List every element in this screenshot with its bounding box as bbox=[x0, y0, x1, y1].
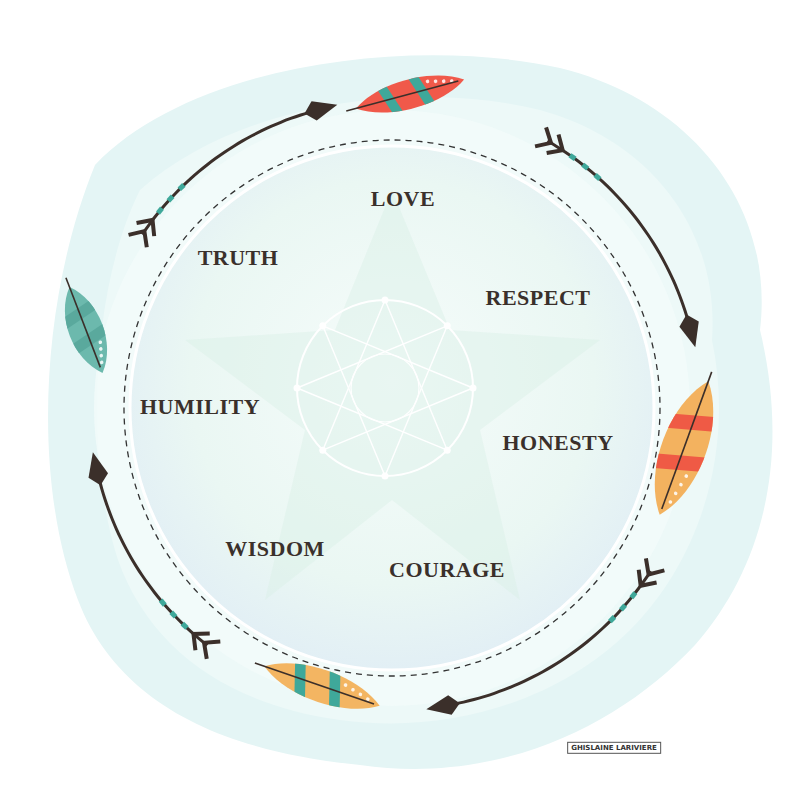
arrow bbox=[83, 450, 220, 659]
arrow-band bbox=[158, 208, 162, 213]
feather-dot bbox=[358, 692, 363, 697]
value-word: TRUTH bbox=[198, 246, 279, 270]
label-holder: RESPECT bbox=[486, 286, 591, 310]
dreamcatcher-bead bbox=[319, 447, 326, 454]
value-word: HONESTY bbox=[502, 431, 613, 455]
feather-quill bbox=[346, 81, 458, 111]
dreamcatcher-inner bbox=[351, 354, 419, 422]
dreamcatcher bbox=[294, 297, 477, 480]
dashed-ring bbox=[124, 140, 660, 676]
feather-quill bbox=[255, 663, 374, 704]
dreamcatcher-bead bbox=[444, 447, 451, 454]
arrow-fletching bbox=[137, 213, 162, 236]
label-holder: COURAGE bbox=[389, 558, 505, 582]
arrow-band bbox=[595, 175, 600, 179]
arrow bbox=[129, 95, 340, 247]
feather-quill bbox=[66, 278, 100, 368]
arrow-fletching bbox=[547, 134, 569, 159]
arrow-band bbox=[179, 185, 184, 189]
feather-dot bbox=[99, 360, 104, 365]
feather-dot bbox=[343, 683, 348, 688]
arrow-shaft bbox=[453, 571, 651, 704]
arrow-head bbox=[425, 693, 462, 719]
arrow-fletching bbox=[186, 626, 209, 651]
arrow-band bbox=[171, 612, 175, 617]
feather-dot bbox=[98, 347, 103, 352]
background-blob bbox=[48, 55, 772, 769]
halo-circle bbox=[94, 110, 690, 706]
feather-dot bbox=[98, 340, 103, 345]
value-word: HUMILITY bbox=[140, 395, 260, 419]
dreamcatcher-bead bbox=[470, 385, 477, 392]
arrow-fletching bbox=[197, 634, 220, 659]
arrow-fletching bbox=[535, 127, 556, 152]
feather bbox=[341, 60, 469, 131]
feather-dot bbox=[673, 491, 678, 496]
feather-dot bbox=[99, 353, 104, 358]
watermark: GHISLAINE LARIVIERE bbox=[567, 742, 661, 754]
feather-dot bbox=[679, 482, 684, 487]
feather-dot bbox=[441, 79, 445, 83]
arrow-fletching bbox=[639, 558, 664, 580]
value-word: RESPECT bbox=[486, 286, 591, 310]
arrow-head bbox=[677, 312, 705, 350]
dreamcatcher-bead bbox=[444, 322, 451, 329]
label-holder: LOVE bbox=[371, 187, 435, 211]
inner-disc bbox=[130, 146, 654, 670]
value-word: COURAGE bbox=[389, 558, 505, 582]
dreamcatcher-bead bbox=[294, 385, 301, 392]
feather-dot bbox=[351, 687, 356, 692]
feather bbox=[630, 361, 741, 525]
dreamcatcher-bead bbox=[382, 473, 389, 480]
value-word: WISDOM bbox=[225, 537, 325, 561]
arrow-band bbox=[168, 196, 172, 201]
feather-dot bbox=[425, 79, 429, 83]
arrow-band bbox=[621, 605, 625, 610]
dreamcatcher-ring bbox=[297, 300, 473, 476]
label-holder: HONESTY bbox=[502, 431, 613, 455]
arrow-head bbox=[302, 95, 340, 123]
arrow-shaft bbox=[99, 479, 207, 646]
arrow-band bbox=[570, 155, 575, 159]
arrow-fletching bbox=[632, 570, 657, 593]
dreamcatcher-bead bbox=[319, 322, 326, 329]
arrow-band bbox=[610, 617, 614, 622]
arrow-band bbox=[182, 624, 187, 628]
label-holder: HUMILITY bbox=[140, 395, 260, 419]
feather bbox=[44, 269, 125, 381]
value-word: LOVE bbox=[371, 187, 435, 211]
feather-dot bbox=[684, 474, 689, 479]
arrow bbox=[535, 127, 705, 350]
arrow-band bbox=[161, 600, 165, 605]
arrow bbox=[425, 558, 665, 719]
feather-dot bbox=[433, 79, 437, 83]
label-holder: GHISLAINE LARIVIERE bbox=[567, 742, 661, 754]
feather-dot bbox=[668, 500, 673, 505]
label-holder: WISDOM bbox=[225, 537, 325, 561]
arrow-fletching bbox=[129, 225, 154, 247]
arrow-band bbox=[631, 593, 635, 598]
arrow-shaft bbox=[142, 112, 311, 235]
arrow-head bbox=[83, 450, 110, 488]
feather bbox=[247, 641, 387, 727]
dreamcatcher-bead bbox=[382, 297, 389, 304]
feather-quill bbox=[662, 372, 712, 509]
feathers bbox=[44, 60, 741, 728]
arrows bbox=[83, 95, 705, 719]
arrow-band bbox=[583, 165, 588, 169]
label-holder: TRUTH bbox=[198, 246, 279, 270]
